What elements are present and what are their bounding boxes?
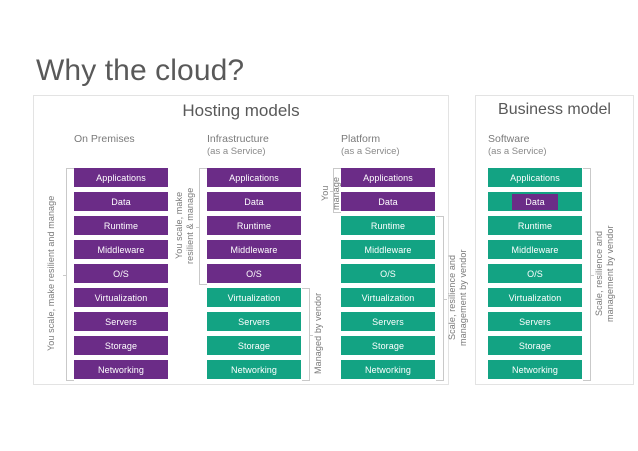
layer-middleware[interactable]: Middleware	[207, 240, 301, 259]
layer-os[interactable]: O/S	[341, 264, 435, 283]
bracket-tick	[330, 190, 334, 192]
layer-storage[interactable]: Storage	[207, 336, 301, 355]
column-heading-infrastructure: Infrastructure (as a Service)	[207, 133, 269, 158]
column-title-software: Software	[488, 133, 530, 145]
panel-business-title: Business model	[498, 101, 611, 118]
layer-os[interactable]: O/S	[488, 264, 582, 283]
column-subtitle-infrastructure: (as a Service)	[207, 145, 266, 157]
bracket-on-premises-you-manage	[63, 168, 74, 381]
side-label-on-premises-left: You scale, make resilient and manage	[46, 195, 56, 352]
layer-data[interactable]: Data	[74, 192, 168, 211]
layer-storage[interactable]: Storage	[74, 336, 168, 355]
layer-data[interactable]: Data	[341, 192, 435, 211]
bracket-platform-vendor-managed	[436, 216, 447, 381]
column-heading-platform: Platform (as a Service)	[341, 133, 400, 158]
side-label-software-right: Scale, resilience and management by vend…	[594, 225, 615, 322]
layer-runtime[interactable]: Runtime	[488, 216, 582, 235]
layer-virtualization[interactable]: Virtualization	[207, 288, 301, 307]
bracket-tick	[63, 274, 67, 276]
layer-runtime[interactable]: Runtime	[74, 216, 168, 235]
stack-on-premises: Applications Data Runtime Middleware O/S…	[74, 168, 168, 384]
layer-servers[interactable]: Servers	[207, 312, 301, 331]
layer-data-badge: Data	[512, 193, 558, 210]
layer-virtualization[interactable]: Virtualization	[74, 288, 168, 307]
layer-applications[interactable]: Applications	[207, 168, 301, 187]
layer-applications[interactable]: Applications	[488, 168, 582, 187]
side-label-platform-right: Scale, resilience and management by vend…	[447, 249, 468, 346]
layer-servers[interactable]: Servers	[74, 312, 168, 331]
column-title-on-premises: On Premises	[74, 133, 135, 145]
stack-infrastructure: Applications Data Runtime Middleware O/S…	[207, 168, 301, 384]
bracket-software-vendor-managed	[583, 168, 594, 381]
layer-networking[interactable]: Networking	[341, 360, 435, 379]
layer-applications[interactable]: Applications	[74, 168, 168, 187]
panel-hosting-title: Hosting models	[182, 101, 300, 120]
layer-storage[interactable]: Storage	[341, 336, 435, 355]
bracket-tick	[590, 274, 594, 276]
layer-data[interactable]: Data	[488, 192, 582, 211]
layer-runtime[interactable]: Runtime	[207, 216, 301, 235]
column-title-infrastructure: Infrastructure	[207, 133, 269, 145]
layer-data[interactable]: Data	[207, 192, 301, 211]
page-title: Why the cloud?	[36, 54, 245, 87]
layer-networking[interactable]: Networking	[74, 360, 168, 379]
layer-virtualization[interactable]: Virtualization	[341, 288, 435, 307]
layer-servers[interactable]: Servers	[341, 312, 435, 331]
layer-middleware[interactable]: Middleware	[488, 240, 582, 259]
layer-storage[interactable]: Storage	[488, 336, 582, 355]
bracket-tick	[196, 226, 200, 228]
bracket-infrastructure-managed-by-vendor	[302, 288, 313, 381]
layer-os[interactable]: O/S	[207, 264, 301, 283]
bracket-platform-you-manage	[330, 168, 341, 213]
column-subtitle-software: (as a Service)	[488, 145, 547, 157]
bracket-tick	[443, 298, 447, 300]
layer-os[interactable]: O/S	[74, 264, 168, 283]
layer-networking[interactable]: Networking	[488, 360, 582, 379]
layer-middleware[interactable]: Middleware	[341, 240, 435, 259]
column-heading-on-premises: On Premises	[74, 133, 135, 146]
column-heading-software: Software (as a Service)	[488, 133, 547, 158]
layer-middleware[interactable]: Middleware	[74, 240, 168, 259]
bracket-tick	[309, 334, 313, 336]
layer-virtualization[interactable]: Virtualization	[488, 288, 582, 307]
column-title-platform: Platform	[341, 133, 381, 145]
side-label-platform-left: You manage	[320, 176, 341, 210]
column-subtitle-platform: (as a Service)	[341, 145, 400, 157]
layer-runtime[interactable]: Runtime	[341, 216, 435, 235]
side-label-infrastructure-left: You scale, make resilient & manage	[174, 187, 195, 264]
bracket-infrastructure-you-manage	[196, 168, 207, 285]
stack-software: Applications Data Runtime Middleware O/S…	[488, 168, 582, 384]
layer-servers[interactable]: Servers	[488, 312, 582, 331]
layer-networking[interactable]: Networking	[207, 360, 301, 379]
side-label-infrastructure-right: Managed by vendor	[313, 292, 323, 375]
layer-applications[interactable]: Applications	[341, 168, 435, 187]
stack-platform: Applications Data Runtime Middleware O/S…	[341, 168, 435, 384]
